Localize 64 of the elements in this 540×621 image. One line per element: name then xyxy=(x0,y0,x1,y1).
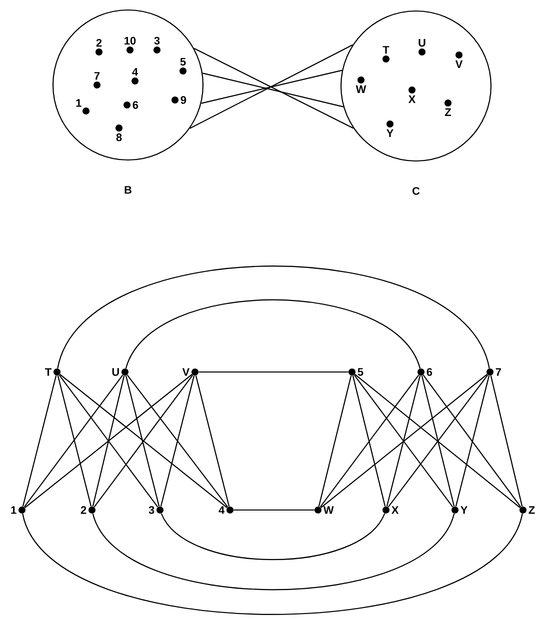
line xyxy=(58,374,158,508)
line xyxy=(24,374,124,508)
line xyxy=(320,374,420,508)
line xyxy=(60,374,228,508)
line xyxy=(125,299,421,369)
node-label: 2 xyxy=(80,506,86,514)
node-label: 10 xyxy=(124,36,136,45)
line xyxy=(160,375,195,507)
node-label: 4 xyxy=(218,506,225,514)
line xyxy=(421,375,455,507)
node-label: Y xyxy=(386,129,394,137)
line xyxy=(94,374,194,508)
line xyxy=(455,375,490,507)
node-label: C xyxy=(412,187,420,195)
node-label: 1 xyxy=(11,506,16,514)
line xyxy=(422,374,522,508)
node-label: 6 xyxy=(426,368,432,376)
node-label: V xyxy=(455,60,463,68)
node-label: 8 xyxy=(116,133,122,142)
line xyxy=(195,375,230,507)
node-label: 2 xyxy=(96,38,102,47)
line xyxy=(354,374,454,508)
node-label: U xyxy=(112,368,119,376)
line xyxy=(160,513,386,560)
line xyxy=(386,375,421,507)
node-label: 5 xyxy=(358,368,364,376)
node-label: 9 xyxy=(180,96,186,104)
line xyxy=(318,375,352,507)
line xyxy=(490,375,523,507)
node-label: 7 xyxy=(94,72,100,80)
node-label: V xyxy=(182,368,190,376)
node-label: T xyxy=(45,368,52,376)
node-label: X xyxy=(408,95,416,103)
node-label: U xyxy=(418,38,426,47)
node-label: X xyxy=(391,506,399,514)
node-label: B xyxy=(124,186,132,194)
node-label: 3 xyxy=(148,506,154,514)
node-label: 6 xyxy=(132,101,138,109)
line xyxy=(125,375,160,507)
line xyxy=(234,509,314,511)
line xyxy=(388,374,488,508)
node-label: 7 xyxy=(496,368,502,376)
line xyxy=(126,374,228,508)
line xyxy=(57,266,490,369)
line xyxy=(57,375,92,507)
line xyxy=(320,374,488,508)
node-label: Y xyxy=(460,506,468,514)
line xyxy=(198,371,348,373)
line xyxy=(92,513,455,590)
line xyxy=(354,374,520,508)
node-label: Z xyxy=(528,506,535,514)
line xyxy=(22,375,57,507)
node-label: W xyxy=(356,85,366,93)
line xyxy=(92,375,125,507)
node-label: Z xyxy=(444,108,452,116)
line xyxy=(22,513,523,615)
node-label: W xyxy=(323,506,334,514)
node-label: 1 xyxy=(76,99,82,107)
line xyxy=(24,374,192,508)
line xyxy=(352,375,386,507)
node-label: T xyxy=(382,46,390,54)
node-label: 3 xyxy=(154,36,160,45)
node-label: 4 xyxy=(132,68,138,76)
node-label: 5 xyxy=(180,58,186,66)
